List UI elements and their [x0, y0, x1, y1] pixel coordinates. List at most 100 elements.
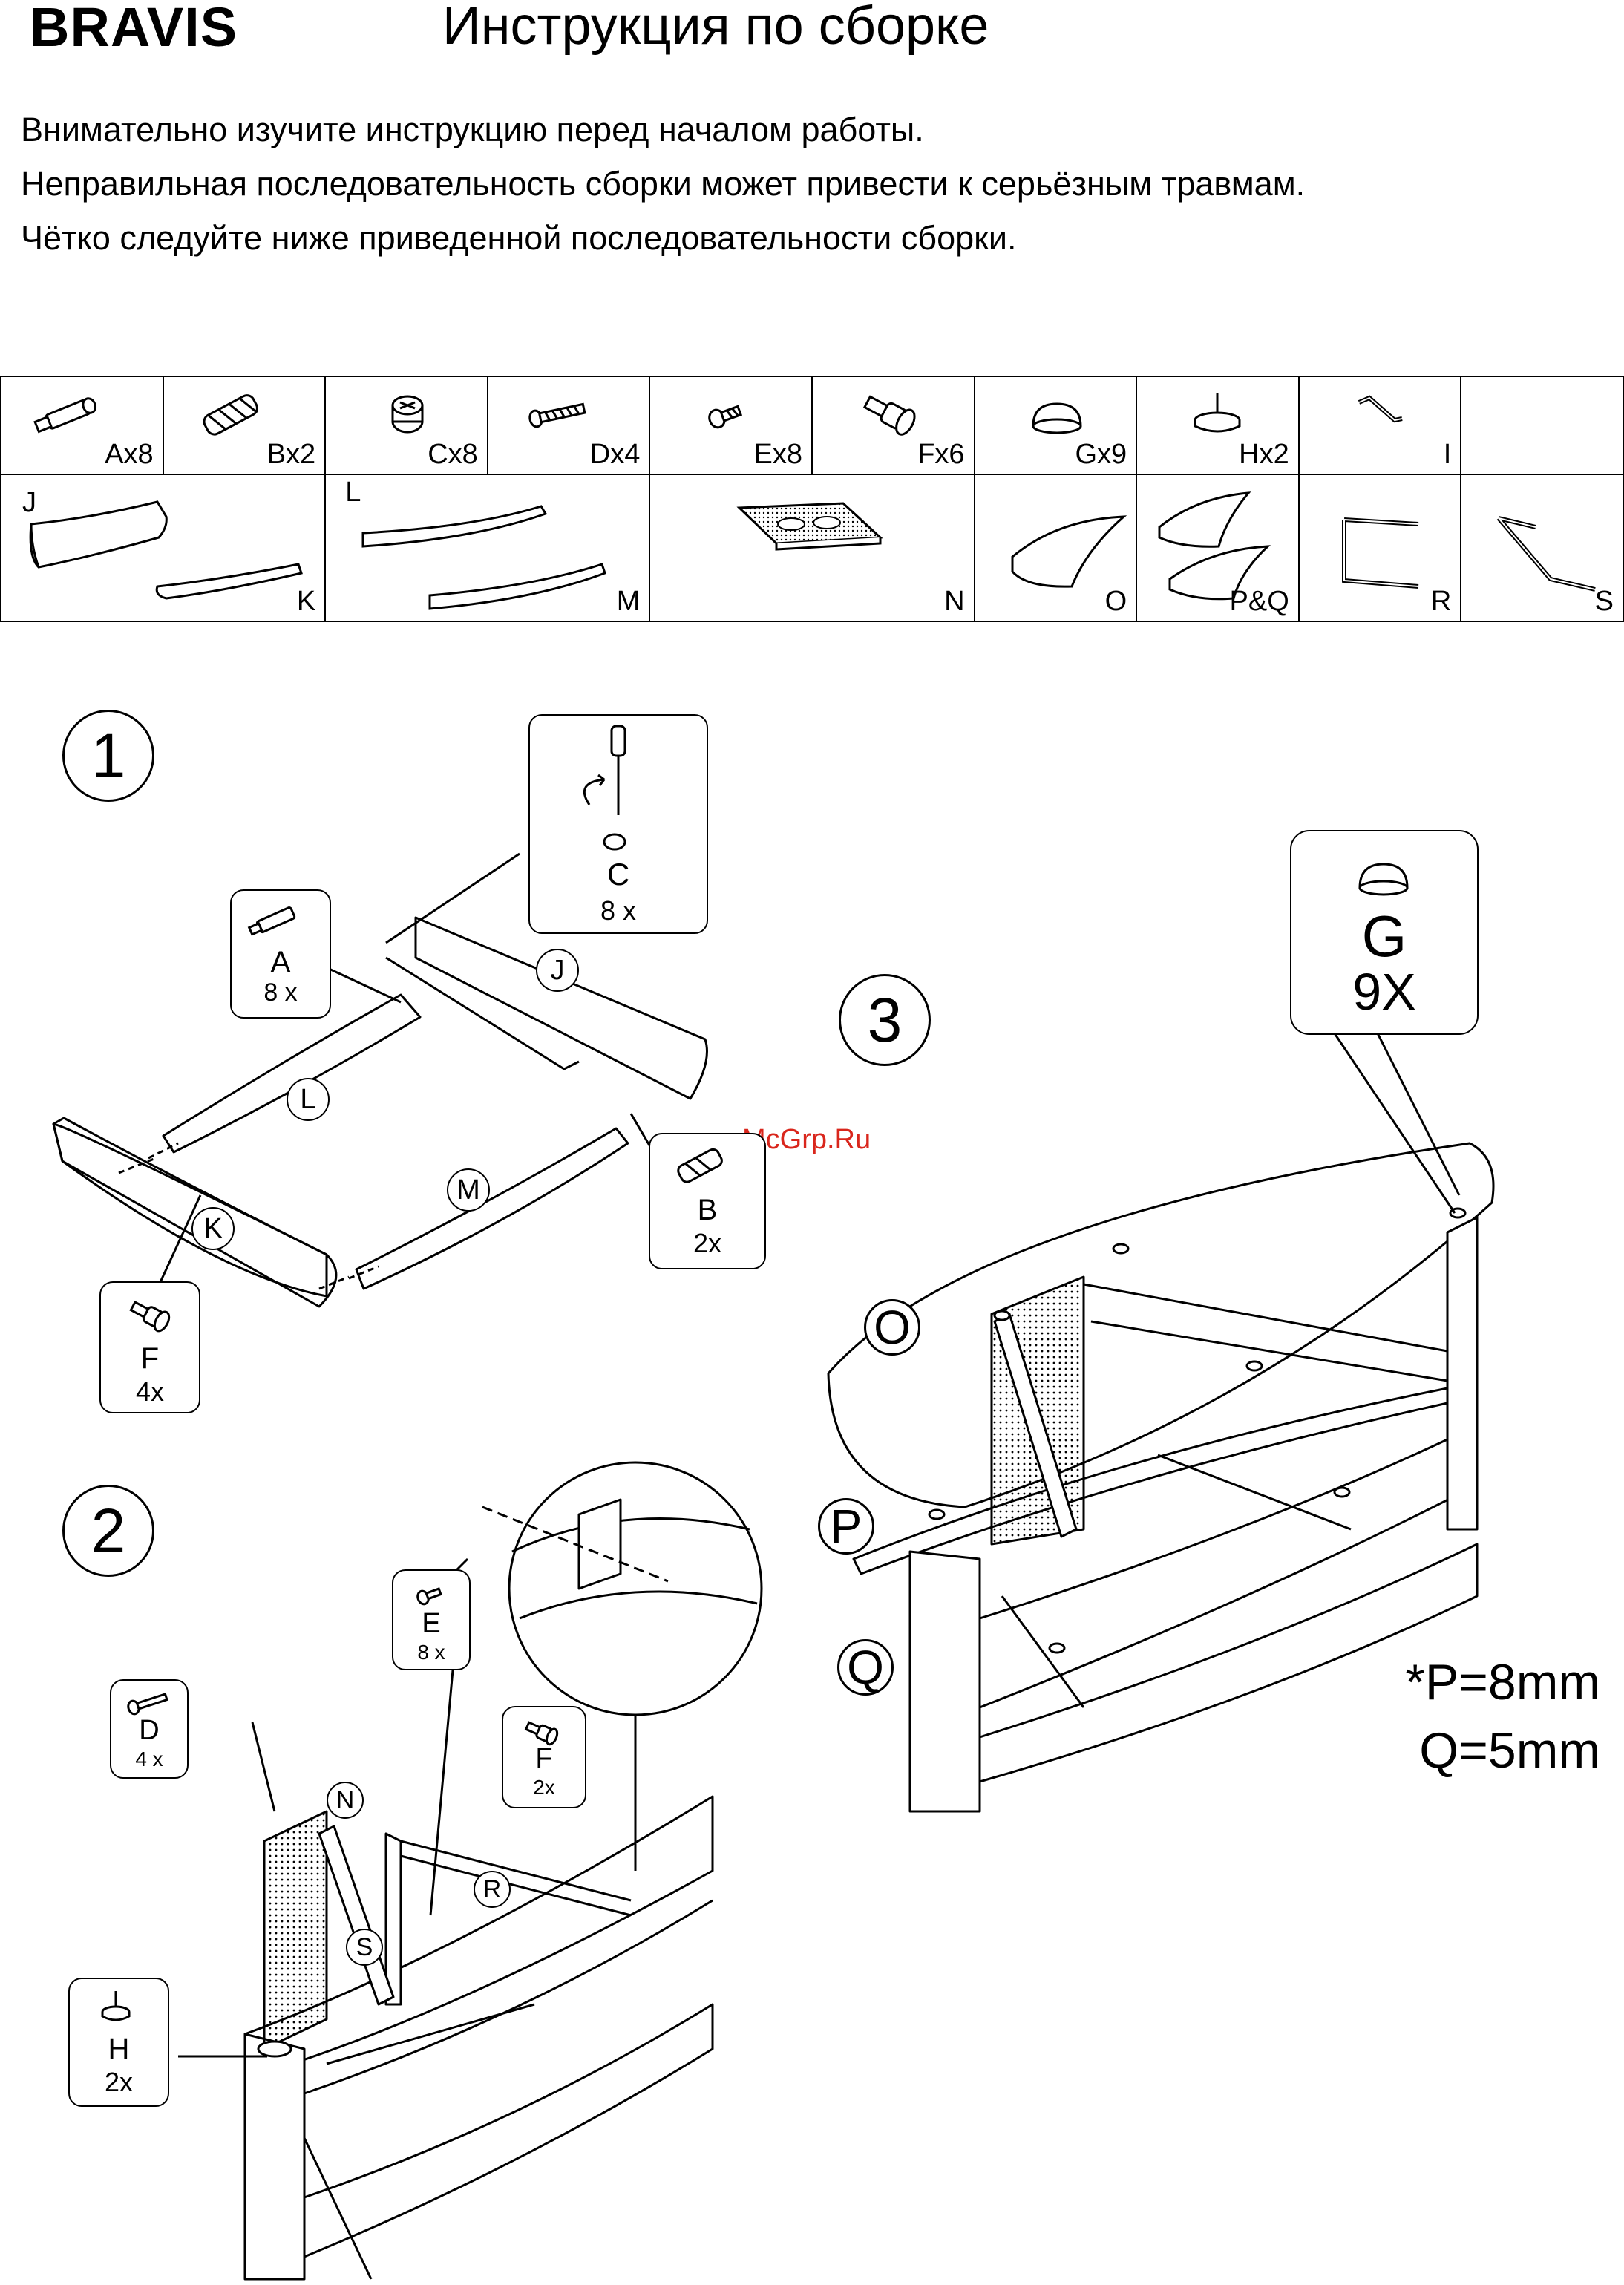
- panels-row: J K L M N O: [0, 474, 1624, 622]
- part-label: Ex8: [753, 439, 802, 470]
- part-cell-G: Gx9: [973, 376, 1138, 475]
- leveling-foot-icon: [1194, 393, 1241, 433]
- part-label: Fx6: [917, 439, 965, 470]
- callout-qty: 8 x: [263, 978, 298, 1007]
- callout-letter: B: [697, 1194, 718, 1226]
- brand-logo: BRAVIS: [30, 0, 238, 58]
- glass-thickness-note: *P=8mm Q=5mm: [1405, 1648, 1600, 1785]
- long-screw-icon: [127, 1693, 168, 1716]
- callout-A: A 8 x: [230, 889, 331, 1019]
- wood-dowel-icon: [677, 1148, 723, 1183]
- frame-r-icon: [1341, 517, 1418, 589]
- tag-P: P: [818, 1498, 874, 1555]
- callout-G: G 9X: [1290, 830, 1479, 1035]
- callout-letter: F: [535, 1743, 553, 1774]
- callout-letter: D: [139, 1715, 160, 1746]
- screwdriver-icon: [583, 725, 626, 851]
- step-2-number: 2: [62, 1485, 154, 1577]
- part-label: Dx4: [589, 439, 641, 470]
- part-cell-I: I: [1297, 376, 1462, 475]
- part-cell-C: Cx8: [324, 376, 488, 475]
- part-label: L: [345, 477, 361, 508]
- shoulder-bolt-icon: [862, 395, 916, 436]
- note-line: Q=5mm: [1419, 1722, 1600, 1779]
- part-cell-H: Hx2: [1136, 376, 1300, 475]
- note-line: *P=8mm: [1405, 1654, 1600, 1710]
- callout-letter: C: [606, 857, 630, 892]
- parts-table: Ax8 Bx2 Cx8 Dx4 Ex8: [0, 376, 1624, 622]
- callout-qty: 4 x: [135, 1748, 163, 1771]
- tag-R: R: [474, 1871, 511, 1908]
- tag-J: J: [536, 949, 579, 992]
- part-cell-A: Ax8: [0, 376, 164, 475]
- callout-letter: G: [1361, 903, 1407, 969]
- tag-Q: Q: [837, 1639, 894, 1696]
- tag-L: L: [287, 1078, 330, 1121]
- dowel-bolt-icon: [33, 397, 97, 434]
- tag-M: M: [447, 1168, 490, 1212]
- step-1-number: 1: [62, 710, 154, 802]
- hex-key-icon: [1358, 395, 1403, 423]
- part-cell-N: N: [649, 474, 975, 622]
- frame-s-icon: [1497, 516, 1597, 592]
- part-cell-O: O: [973, 474, 1138, 622]
- lower-glass-icon: [1158, 491, 1271, 601]
- part-cell-D: Dx4: [486, 376, 651, 475]
- part-label: S: [1594, 586, 1614, 617]
- part-label: Cx8: [428, 439, 478, 470]
- callout-letter: F: [140, 1342, 160, 1375]
- part-label: I: [1443, 439, 1452, 470]
- document-title: Инструкция по сборке: [442, 0, 989, 56]
- callout-qty: 4x: [135, 1376, 165, 1407]
- step1-drawing: [52, 852, 708, 1308]
- back-panel-icon: [736, 502, 883, 551]
- part-label: K: [296, 586, 316, 617]
- step-3-number: 3: [839, 974, 931, 1066]
- short-screw-icon: [416, 1587, 442, 1606]
- part-label: J: [22, 487, 36, 518]
- crossbar-parts-icon: [361, 505, 607, 610]
- tag-O: O: [864, 1299, 920, 1356]
- part-cell-LM: L M: [324, 474, 651, 622]
- part-cell-F: Fx6: [811, 376, 975, 475]
- callout-F: F 4x: [99, 1281, 200, 1413]
- part-label: M: [616, 586, 641, 617]
- callout-letter: A: [270, 946, 291, 978]
- leveling-foot-icon: [101, 1991, 131, 2021]
- part-label: Bx2: [266, 439, 316, 470]
- callout-qty: 8 x: [600, 895, 637, 926]
- part-label: P&Q: [1229, 586, 1289, 617]
- step2-drawing: [178, 1461, 763, 2281]
- cam-lock-icon: [391, 395, 424, 434]
- part-label: Ax8: [105, 439, 154, 470]
- tag-N: N: [327, 1782, 364, 1819]
- part-cell-B: Bx2: [162, 376, 327, 475]
- intro-text: Внимательно изучите инструкцию перед нач…: [21, 102, 1305, 265]
- wood-dowel-icon: [203, 394, 258, 436]
- part-cell-R: R: [1297, 474, 1462, 622]
- callout-letter: H: [108, 2033, 130, 2065]
- part-cell-JK: J K: [0, 474, 327, 622]
- top-glass-icon: [1011, 515, 1127, 588]
- callout-C: C 8 x: [528, 714, 708, 934]
- part-cell-S: S: [1460, 474, 1624, 622]
- rubber-pad-icon: [1032, 402, 1082, 434]
- shoulder-bolt-icon: [129, 1300, 171, 1333]
- callout-qty: 8 x: [417, 1641, 445, 1664]
- part-cell-E: Ex8: [649, 376, 813, 475]
- hardware-row: Ax8 Bx2 Cx8 Dx4 Ex8: [0, 376, 1624, 475]
- callout-qty: 9X: [1352, 963, 1416, 1021]
- callout-F: F 2x: [502, 1706, 586, 1808]
- intro-line: Чётко следуйте ниже приведенной последов…: [21, 219, 1017, 257]
- long-screw-icon: [528, 402, 586, 428]
- callout-D: D 4 x: [110, 1679, 189, 1779]
- part-label: N: [944, 586, 965, 617]
- rubber-pad-icon: [1358, 863, 1409, 896]
- rail-parts-icon: [29, 500, 303, 600]
- callout-H: H 2x: [68, 1978, 169, 2107]
- part-label: Gx9: [1075, 439, 1127, 470]
- callout-E: E 8 x: [392, 1569, 471, 1670]
- callout-qty: 2x: [104, 2067, 134, 2097]
- part-label: R: [1430, 586, 1452, 617]
